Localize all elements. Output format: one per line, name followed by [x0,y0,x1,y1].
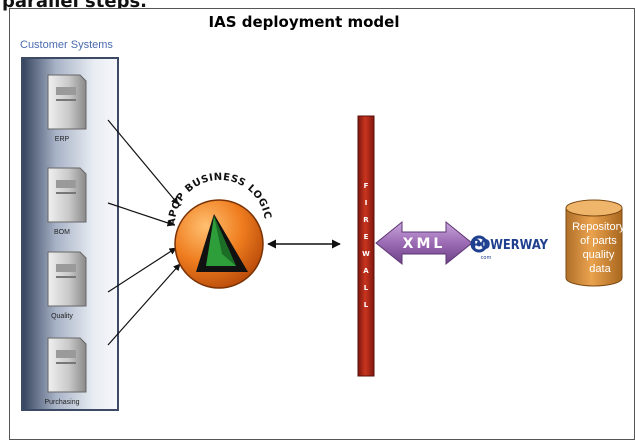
repository-line-4: data [589,263,611,275]
firewall-label: F I R E W A L L [362,182,370,309]
connector-quality [107,247,177,293]
server-label-quality: Quality [51,313,73,320]
diagram-title: IAS deployment model [209,13,400,31]
repository-label: Repository of parts quality data [572,221,628,275]
powerway-logo-text: POWERWAY [472,238,549,253]
connector-erp [107,119,179,205]
repository-line-3: quality [583,249,615,261]
server-quality: Quality [47,251,87,320]
server-purchasing: Purchasing [44,337,87,406]
firewall-letter: W [362,250,370,258]
powerway-logo: POWERWAY com [470,235,549,261]
server-label-erp: ERP [55,136,70,143]
repository-cylinder: Repository of parts quality data [565,199,628,287]
firewall-letter: L [364,301,369,309]
server-erp: ERP [47,74,87,143]
firewall-letter: E [364,233,369,241]
server-bom: BOM [47,167,87,236]
firewall-letter: L [364,284,369,292]
apqp-hub [174,199,264,289]
firewall-letter: F [364,182,369,190]
deployment-diagram: IAS deployment model Customer Systems ER… [20,13,628,411]
powerway-logo-sub: com [481,255,492,261]
firewall-letter: R [363,216,369,224]
server-label-purchasing: Purchasing [44,399,79,406]
firewall-letter: I [365,199,368,207]
xml-label: XML [403,236,446,252]
xml-double-arrow: XML [375,220,473,266]
server-label-bom: BOM [54,229,70,236]
connector-purchasing [107,263,181,346]
customer-panel-label: Customer Systems [20,39,113,51]
connector-bom [107,202,175,227]
firewall [357,115,375,377]
repository-line-1: Repository [572,221,625,233]
firewall-letter: A [363,267,369,275]
repository-line-2: of parts [580,235,617,247]
